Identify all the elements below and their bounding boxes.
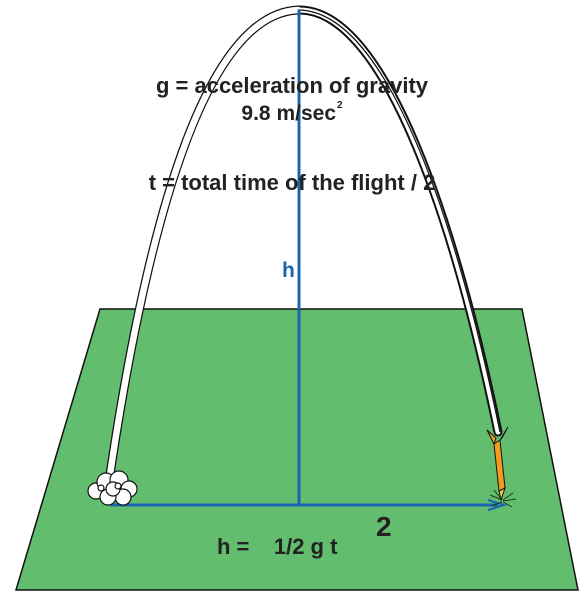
time-definition-label: t = total time of the flight / 2	[0, 172, 584, 194]
gravity-value-text: 9.8 m/sec	[241, 102, 336, 125]
gravity-value-label: 9.8 m/sec2	[0, 103, 584, 124]
height-formula: h = 1/2 g t	[217, 536, 337, 558]
gravity-definition-label: g = acceleration of gravity	[0, 75, 584, 97]
gravity-value-exponent: 2	[337, 100, 343, 111]
height-label: h	[282, 260, 295, 281]
height-formula-exponent: 2	[376, 513, 392, 541]
